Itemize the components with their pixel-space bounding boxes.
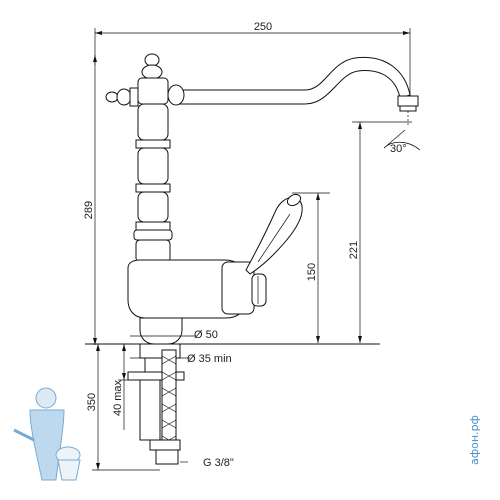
lever-handle (245, 193, 303, 275)
dim-label-d35: Ø 35 min (187, 353, 232, 365)
dim-label-40max: 40 max (112, 379, 124, 416)
dimension-max-thickness: 40 max (112, 343, 140, 430)
dim-label-221: 221 (348, 241, 360, 259)
plumber-logo-icon (13, 387, 81, 481)
dim-label-250: 250 (254, 21, 272, 33)
dim-label-d50: Ø 50 (194, 329, 218, 341)
thread-callout: G 3/8" (180, 457, 234, 469)
installation-hardware: Ø 35 min (127, 343, 232, 465)
dim-label-350: 350 (86, 393, 98, 411)
mixer-body (127, 259, 267, 319)
body-column (133, 103, 173, 263)
dim-label-thread: G 3/8" (203, 457, 234, 469)
watermark-site-text: афон.рф (468, 415, 481, 465)
dim-label-angle: 30° (390, 143, 407, 155)
dimension-height-spout: 221 (348, 121, 412, 343)
spout (179, 56, 419, 125)
base-foot: Ø 50 (130, 317, 218, 345)
angle-marker: 30° (383, 129, 421, 155)
dimension-hose-length: 350 (86, 344, 160, 471)
dimension-width-top: 250 (94, 21, 411, 100)
dim-label-289: 289 (83, 201, 95, 219)
top-knob-assembly (105, 53, 185, 107)
dimension-height-lever: 150 (292, 192, 330, 343)
dim-label-150: 150 (306, 263, 318, 281)
dimension-height-total: 289 (83, 55, 97, 345)
